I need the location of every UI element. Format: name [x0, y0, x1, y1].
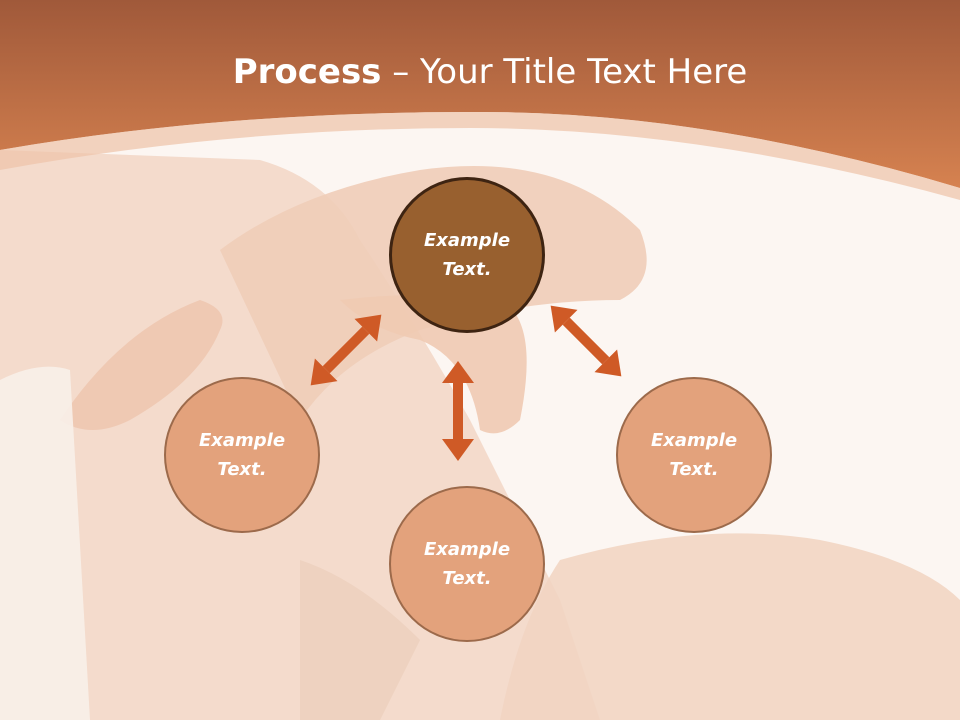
node-bottom: Example Text. [389, 486, 545, 642]
title-bold: Process [232, 52, 382, 92]
arrow-center-bottom [442, 361, 474, 461]
arrow-center-right [550, 305, 622, 377]
node-bottom-text: Example Text. [423, 539, 511, 589]
node-center-text: Example Text. [423, 230, 511, 280]
node-right: Example Text. [616, 377, 772, 533]
node-center: Example Text. [389, 177, 545, 333]
node-left-text: Example Text. [198, 430, 286, 480]
arrow-left-center [310, 314, 382, 386]
node-left: Example Text. [164, 377, 320, 533]
slide-title: Process – Your Title Text Here [0, 52, 960, 92]
node-right-text: Example Text. [650, 430, 738, 480]
title-rest: – Your Title Text Here [381, 52, 748, 92]
